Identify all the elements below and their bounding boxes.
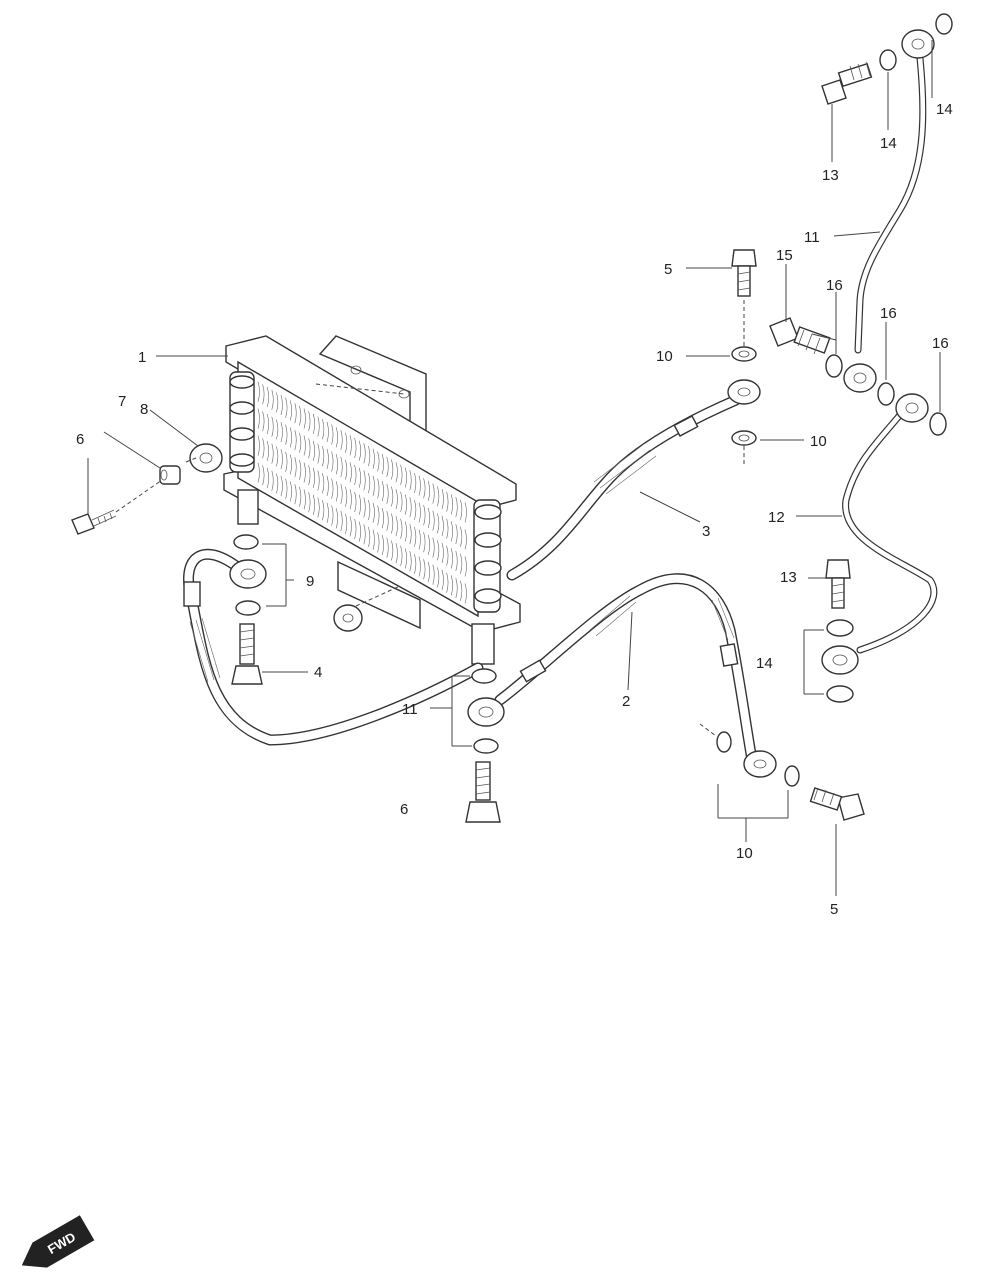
fittings xyxy=(159,13,953,787)
callout-1: 1 xyxy=(138,349,146,366)
callout-3: 3 xyxy=(702,523,710,540)
oil-pipe-11 xyxy=(854,54,927,354)
callout-13-top: 13 xyxy=(822,167,839,184)
bolts xyxy=(71,61,873,823)
callout-8: 8 xyxy=(140,401,148,418)
callout-4: 4 xyxy=(314,664,322,681)
callout-6-lower: 6 xyxy=(400,801,408,818)
callout-9: 9 xyxy=(306,573,314,590)
callout-14-top-left: 14 xyxy=(880,135,897,152)
fwd-direction-arrow: FWD xyxy=(21,1215,95,1268)
callout-12: 12 xyxy=(768,509,785,526)
callout-16-a: 16 xyxy=(826,277,843,294)
callout-10-top: 10 xyxy=(656,348,673,365)
callout-2: 2 xyxy=(622,693,630,710)
callout-11-right: 11 xyxy=(804,229,820,246)
callout-6-upper: 6 xyxy=(76,431,84,448)
callout-5-upper: 5 xyxy=(664,261,672,278)
callout-15: 15 xyxy=(776,247,793,264)
callout-13-right: 13 xyxy=(780,569,797,586)
callout-7: 7 xyxy=(118,393,126,410)
oil-cooler xyxy=(223,335,521,665)
callout-14-hose: 14 xyxy=(756,655,773,672)
callout-11-left: 11 xyxy=(402,701,418,718)
callout-16-c: 16 xyxy=(932,335,949,352)
oil-hose-4 xyxy=(183,548,484,746)
callout-5-lower: 5 xyxy=(830,901,838,918)
oil-pipe-12 xyxy=(842,406,938,654)
callout-14-top-right: 14 xyxy=(936,101,953,118)
oil-hose-2 xyxy=(494,573,758,766)
leader-lines xyxy=(87,40,941,896)
callout-10-bottom: 10 xyxy=(736,845,753,862)
callout-10-middle: 10 xyxy=(810,433,827,450)
oil-hose-3 xyxy=(506,394,742,581)
callout-16-b: 16 xyxy=(880,305,897,322)
cooler-fins xyxy=(257,381,467,604)
callout-labels: 1 2 3 4 5 5 6 6 7 8 9 10 10 10 11 11 12 … xyxy=(76,101,953,918)
